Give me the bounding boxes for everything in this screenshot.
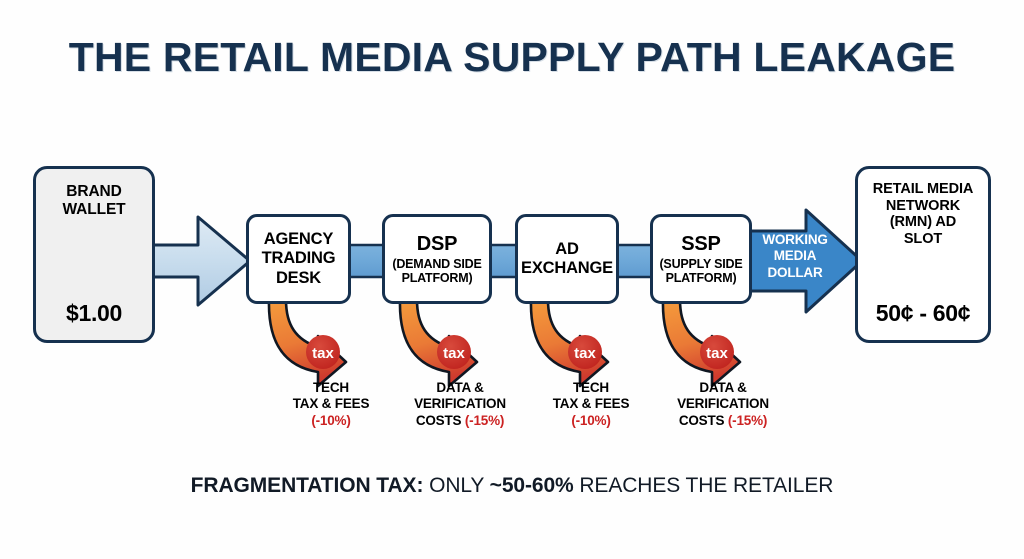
node-label-line: TRADING	[261, 249, 336, 268]
tax-label-line: TECH	[313, 380, 349, 395]
node-dsp-sublabel: (DEMAND SIDE PLATFORM)	[392, 257, 481, 286]
tax-label-line: DATA &	[699, 380, 747, 395]
node-label-line: EXCHANGE	[521, 259, 613, 277]
tax-label-line: VERIFICATION	[414, 396, 506, 412]
tax-label-line: (-10%)	[258, 413, 404, 429]
brand-wallet-amount: $1.00	[65, 300, 123, 326]
tax-label-line: COSTS (-15%)	[650, 413, 796, 429]
node-sublabel-line: (SUPPLY SIDE	[659, 256, 743, 271]
tax-label-line: VERIFICATION	[677, 396, 769, 412]
svg-text:tax: tax	[312, 345, 334, 362]
node-label-line: DESK	[275, 268, 322, 287]
footer-summary: FRAGMENTATION TAX: ONLY ~50-60% REACHES …	[0, 474, 1024, 498]
svg-text:tax: tax	[574, 345, 596, 362]
rmn-label-line: (RMN) AD	[889, 214, 957, 231]
rmn-label-line: NETWORK	[885, 197, 961, 214]
tax-label-line: TECH	[573, 380, 609, 395]
footer-bold-2: ~50-60%	[489, 474, 574, 497]
tax-label-tech-fees-1: TECH TAX & FEES (-10%)	[258, 380, 404, 429]
node-dsp[interactable]: DSP (DEMAND SIDE PLATFORM)	[382, 214, 492, 304]
brand-wallet-label-line2: WALLET	[62, 200, 126, 218]
working-media-dollar-label: WORKING MEDIA DOLLAR	[752, 232, 838, 281]
node-label-line: AD	[555, 239, 579, 258]
rmn-label-line: RETAIL MEDIA	[872, 181, 974, 197]
svg-text:tax: tax	[443, 345, 465, 362]
tax-pct: (-10%)	[311, 412, 351, 428]
tax-label-tech-fees-2: TECH TAX & FEES (-10%)	[518, 380, 664, 429]
tax-leak-arrow-1: tax	[267, 298, 348, 388]
brand-wallet-label-line1: BRAND	[66, 183, 122, 200]
tax-label-line: COSTS (-15%)	[387, 413, 533, 429]
footer-mid-1: ONLY	[423, 474, 490, 497]
node-ssp[interactable]: SSP (SUPPLY SIDE PLATFORM)	[650, 214, 752, 304]
rmn-label: RETAIL MEDIA NETWORK (RMN) AD SLOT	[873, 181, 974, 247]
tax-pct: (-15%)	[464, 412, 505, 428]
tax-label-line3: COSTS	[678, 412, 728, 428]
tax-label-line: TAX & FEES	[552, 396, 630, 412]
entry-flow-arrow	[148, 215, 252, 307]
tax-label-line: DATA &	[436, 380, 484, 395]
node-dsp-label: DSP	[416, 232, 458, 255]
working-media-dollar-arrow	[746, 208, 864, 314]
rmn-label-line: SLOT	[903, 230, 943, 247]
tax-pct: (-10%)	[571, 412, 611, 428]
tax-leak-arrow-4: tax	[661, 298, 742, 388]
brand-wallet-card: BRAND WALLET $1.00	[33, 166, 155, 343]
node-sublabel-line: PLATFORM)	[401, 271, 473, 286]
brand-wallet-label: BRAND WALLET	[62, 183, 125, 219]
tax-leak-arrow-3: tax	[529, 298, 610, 388]
tax-label-line: TAX & FEES	[292, 396, 370, 412]
node-agency-trading-desk[interactable]: AGENCY TRADING DESK	[246, 214, 351, 304]
tax-label-data-verification-1: DATA & VERIFICATION COSTS (-15%)	[387, 380, 533, 429]
node-sublabel-line: PLATFORM)	[665, 271, 737, 286]
working-media-dollar-line: WORKING	[762, 232, 828, 247]
node-ssp-sublabel: (SUPPLY SIDE PLATFORM)	[659, 257, 742, 286]
node-ad-exchange[interactable]: AD EXCHANGE	[515, 214, 619, 304]
node-label-line: AGENCY	[263, 230, 334, 249]
node-agency-trading-desk-label: AGENCY TRADING DESK	[262, 230, 336, 287]
tax-label-line: (-10%)	[518, 413, 664, 429]
node-sublabel-line: (DEMAND SIDE	[392, 256, 482, 271]
page-title: THE RETAIL MEDIA SUPPLY PATH LEAKAGE	[68, 34, 956, 80]
tax-leak-arrow-2: tax	[398, 298, 479, 388]
rmn-amount: 50¢ - 60¢	[875, 300, 971, 326]
tax-label-line3: COSTS	[415, 412, 465, 428]
working-media-dollar-line: DOLLAR	[767, 264, 823, 280]
node-ad-exchange-label: AD EXCHANGE	[521, 240, 613, 278]
footer-mid-2: REACHES THE RETAILER	[573, 474, 834, 497]
footer-bold-1: FRAGMENTATION TAX:	[190, 474, 424, 497]
node-ssp-label: SSP	[681, 232, 721, 255]
svg-text:tax: tax	[706, 345, 728, 362]
retail-media-network-card: RETAIL MEDIA NETWORK (RMN) AD SLOT 50¢ -…	[855, 166, 991, 343]
tax-pct: (-15%)	[727, 412, 768, 428]
tax-label-data-verification-2: DATA & VERIFICATION COSTS (-15%)	[650, 380, 796, 429]
working-media-dollar-line: MEDIA	[773, 248, 817, 264]
